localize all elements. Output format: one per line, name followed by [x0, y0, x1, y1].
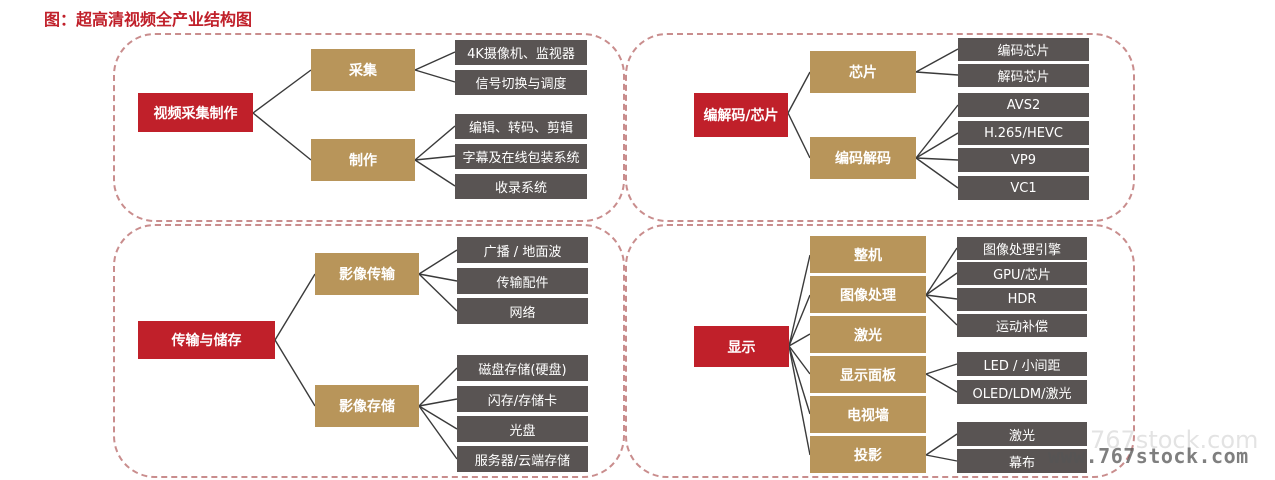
- panel-display: [625, 224, 1135, 478]
- leaf-node: 运动补偿: [957, 314, 1087, 337]
- leaf-node: 广播 / 地面波: [457, 237, 588, 263]
- leaf-node: 服务器/云端存储: [457, 446, 588, 472]
- leaf-node: AVS2: [958, 93, 1089, 117]
- leaf-node: 网络: [457, 298, 588, 324]
- root-node: 编解码/芯片: [694, 93, 788, 137]
- category-node: 芯片: [810, 51, 916, 93]
- leaf-node: VC1: [958, 176, 1089, 200]
- category-node: 图像处理: [810, 276, 926, 313]
- root-node: 视频采集制作: [138, 93, 253, 132]
- leaf-node: 4K摄像机、监视器: [455, 40, 587, 65]
- watermark: www.767stock.com: [1048, 444, 1249, 468]
- leaf-node: 解码芯片: [958, 64, 1089, 87]
- panel-transmission-storage: [113, 224, 625, 478]
- leaf-node: 字幕及在线包装系统: [455, 144, 587, 169]
- leaf-node: 收录系统: [455, 174, 587, 199]
- watermark-faint: 767stock.com: [1090, 426, 1259, 454]
- leaf-node: 图像处理引擎: [957, 237, 1087, 260]
- leaf-node: OLED/LDM/激光: [957, 380, 1087, 404]
- leaf-node: HDR: [957, 288, 1087, 311]
- panel-codec-chip: [625, 33, 1135, 222]
- root-node: 传输与储存: [138, 321, 275, 359]
- category-node: 投影: [810, 436, 926, 473]
- leaf-node: 编辑、转码、剪辑: [455, 114, 587, 139]
- leaf-node: H.265/HEVC: [958, 121, 1089, 145]
- category-node: 整机: [810, 236, 926, 273]
- category-node: 编码解码: [810, 137, 916, 179]
- leaf-node: 传输配件: [457, 268, 588, 294]
- category-node: 激光: [810, 316, 926, 353]
- category-node: 影像传输: [315, 253, 419, 295]
- panel-capture-production: [113, 33, 625, 222]
- leaf-node: 磁盘存储(硬盘): [457, 355, 588, 381]
- category-node: 影像存储: [315, 385, 419, 427]
- leaf-node: GPU/芯片: [957, 262, 1087, 285]
- leaf-node: 幕布: [957, 449, 1087, 473]
- leaf-node: 信号切换与调度: [455, 70, 587, 95]
- root-node: 显示: [694, 326, 789, 367]
- category-node: 制作: [311, 139, 415, 181]
- leaf-node: 光盘: [457, 416, 588, 442]
- leaf-node: 闪存/存储卡: [457, 386, 588, 412]
- leaf-node: 编码芯片: [958, 38, 1089, 61]
- category-node: 电视墙: [810, 396, 926, 433]
- leaf-node: LED / 小间距: [957, 352, 1087, 376]
- leaf-node: VP9: [958, 148, 1089, 172]
- category-node: 显示面板: [810, 356, 926, 393]
- category-node: 采集: [311, 49, 415, 91]
- leaf-node: 激光: [957, 422, 1087, 446]
- figure-title: 图：超高清视频全产业结构图: [44, 10, 253, 29]
